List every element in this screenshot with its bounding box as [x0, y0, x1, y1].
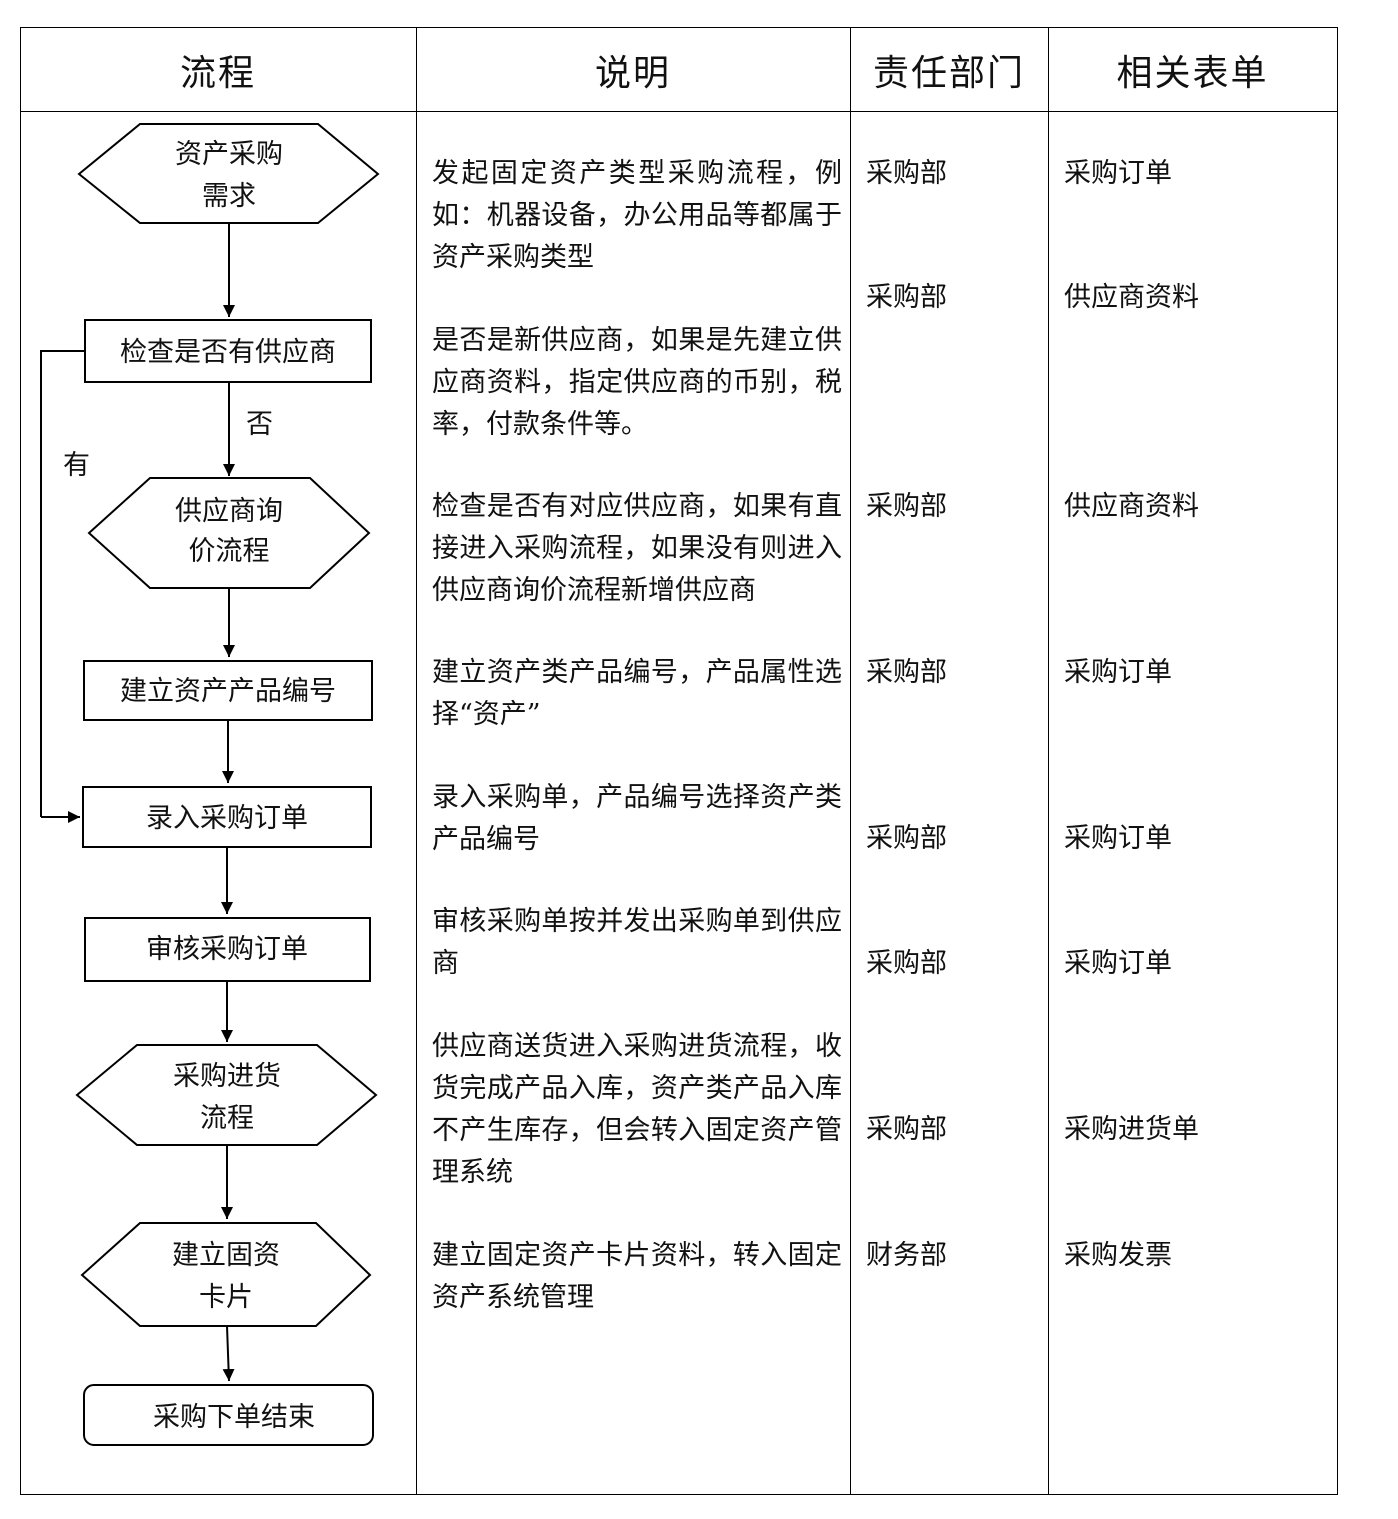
- node-enter-purchase-order-label: 录入采购订单: [146, 803, 308, 834]
- node-create-asset-product: 建立资产产品编号: [83, 660, 373, 721]
- node-create-asset-product-label: 建立资产产品编号: [120, 676, 336, 707]
- node-supplier-inquiry-line2: 价流程: [189, 536, 270, 567]
- header-department: 责任部门: [872, 53, 1025, 94]
- node-create-asset-card-line2: 卡片: [199, 1282, 253, 1313]
- description-2: 是否是新供应商，如果是先建立供应商资料，指定供应商的币别，税率，付款条件等。: [432, 325, 842, 440]
- branch-label-no: 否: [246, 409, 273, 440]
- table-border-left: [20, 27, 21, 1495]
- node-supplier-inquiry-line1: 供应商询: [175, 496, 283, 527]
- description-8: 建立固定资产卡片资料，转入固定资产系统管理: [432, 1240, 842, 1313]
- arrow-8-9: [222, 1325, 235, 1382]
- column-divider-2: [850, 27, 851, 1495]
- header-description: 说明: [594, 53, 671, 94]
- table-border-right: [1337, 27, 1338, 1495]
- form-3: 供应商资料: [1064, 491, 1199, 522]
- header-process: 流程: [179, 53, 256, 94]
- node-purchase-receiving-line1: 采购进货: [173, 1061, 281, 1092]
- form-4: 采购订单: [1064, 657, 1172, 688]
- node-purchase-receiving-line2: 流程: [200, 1103, 254, 1134]
- department-4: 采购部: [866, 657, 947, 688]
- table-border-top: [20, 27, 1338, 28]
- department-8: 财务部: [866, 1240, 947, 1271]
- form-7: 采购进货单: [1064, 1114, 1199, 1145]
- column-divider-1: [416, 27, 417, 1495]
- header-forms: 相关表单: [1116, 53, 1269, 94]
- form-8: 采购发票: [1064, 1240, 1172, 1271]
- node-check-supplier-label: 检查是否有供应商: [120, 337, 336, 368]
- description-3: 检查是否有对应供应商，如果有直接进入采购流程，如果没有则进入供应商询价流程新增供…: [432, 491, 842, 606]
- node-purchase-end: 采购下单结束: [83, 1384, 374, 1446]
- description-4: 建立资产类产品编号，产品属性选择“资产”: [432, 657, 842, 730]
- node-supplier-inquiry: 供应商询 价流程: [87, 477, 371, 589]
- node-create-asset-card-line1: 建立固资: [172, 1240, 280, 1271]
- form-5: 采购订单: [1064, 823, 1172, 854]
- department-6: 采购部: [866, 948, 947, 979]
- column-divider-3: [1048, 27, 1049, 1495]
- node-purchase-receiving: 采购进货 流程: [75, 1044, 378, 1146]
- description-1: 发起固定资产类型采购流程，例如：机器设备，办公用品等都属于资产采购类型: [432, 158, 842, 273]
- department-7: 采购部: [866, 1114, 947, 1145]
- form-6: 采购订单: [1064, 948, 1172, 979]
- node-enter-purchase-order: 录入采购订单: [82, 786, 372, 848]
- department-5: 采购部: [866, 823, 947, 854]
- bypass-line: [40, 350, 85, 817]
- description-6: 审核采购单按并发出采购单到供应商: [432, 906, 842, 979]
- node-check-supplier: 检查是否有供应商: [84, 319, 372, 383]
- department-3: 采购部: [866, 491, 947, 522]
- department-2: 采购部: [866, 282, 947, 313]
- node-purchase-end-label: 采购下单结束: [153, 1402, 315, 1433]
- form-1: 采购订单: [1064, 158, 1172, 189]
- description-7: 供应商送货进入采购进货流程，收货完成产品入库，资产类产品入库不产生库存，但会转入…: [432, 1031, 842, 1188]
- node-asset-purchase-request-line1: 资产采购: [175, 139, 283, 170]
- department-1: 采购部: [866, 158, 947, 189]
- node-review-purchase-order-label: 审核采购订单: [146, 934, 308, 965]
- node-create-asset-card: 建立固资 卡片: [80, 1222, 372, 1327]
- table-border-bottom: [20, 1494, 1338, 1495]
- table-header-divider: [20, 111, 1338, 112]
- node-asset-purchase-request-line2: 需求: [202, 181, 256, 212]
- node-asset-purchase-request: 资产采购 需求: [77, 123, 380, 224]
- branch-label-yes: 有: [63, 450, 90, 481]
- node-review-purchase-order: 审核采购订单: [84, 917, 371, 982]
- description-5: 录入采购单，产品编号选择资产类产品编号: [432, 782, 842, 855]
- form-2: 供应商资料: [1064, 282, 1199, 313]
